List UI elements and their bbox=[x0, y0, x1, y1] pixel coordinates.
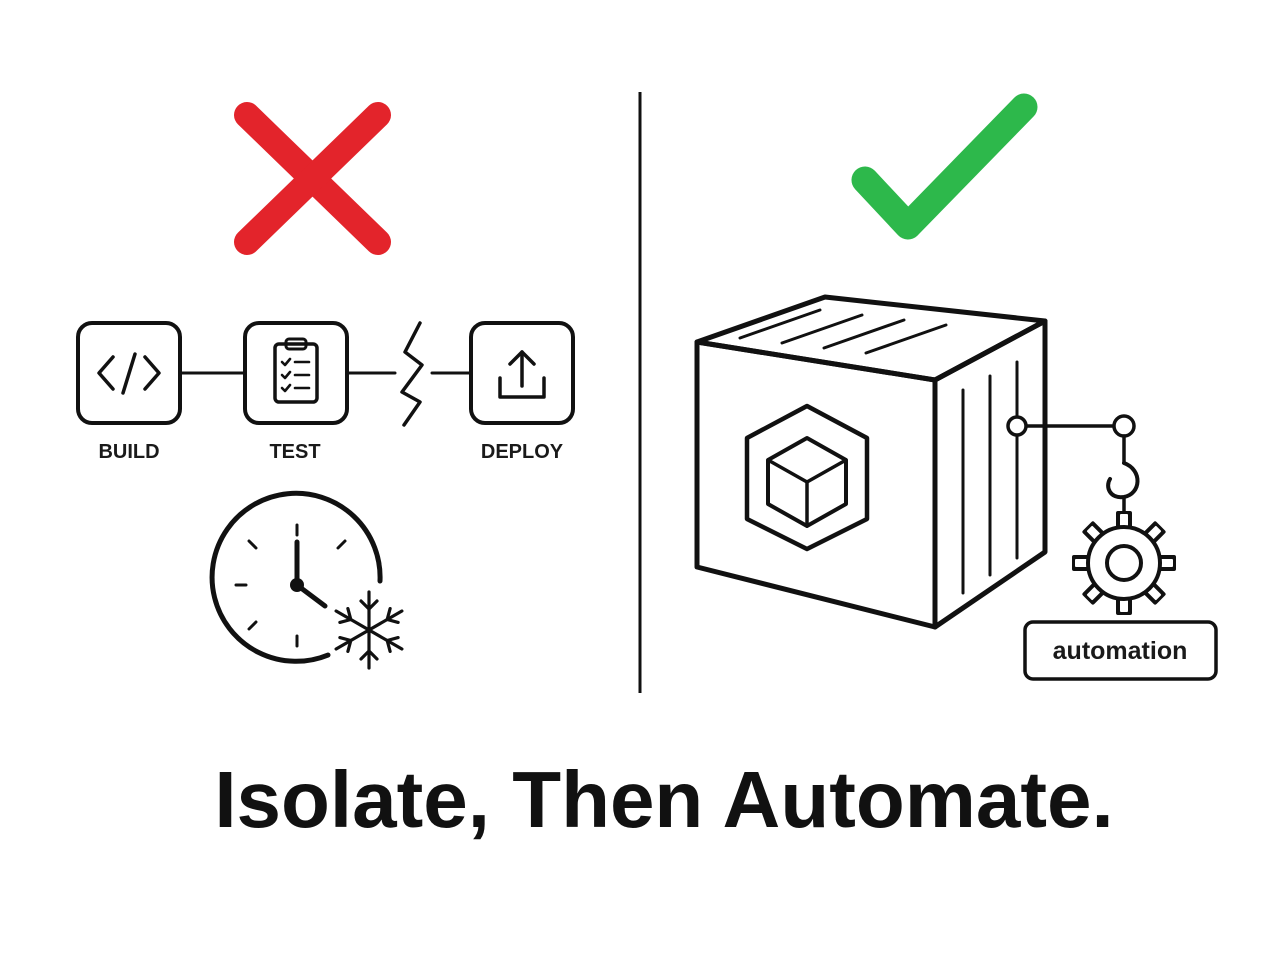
container-box-icon bbox=[694, 294, 1048, 630]
clipboard-checklist-icon bbox=[273, 337, 319, 404]
gear-icon bbox=[1072, 511, 1176, 615]
stage-label-deploy: DEPLOY bbox=[481, 441, 564, 463]
crane-hook-icon bbox=[1006, 414, 1140, 515]
check-mark-icon bbox=[851, 93, 1038, 240]
stage-label-test: TEST bbox=[269, 441, 320, 463]
automation-badge: automation bbox=[1023, 620, 1218, 681]
automation-label: automation bbox=[1053, 637, 1188, 665]
headline: Isolate, Then Automate. bbox=[214, 755, 1113, 844]
code-icon bbox=[97, 352, 161, 395]
clock-icon bbox=[209, 490, 383, 664]
lightning-break-icon bbox=[400, 321, 424, 427]
right-panel: automation bbox=[694, 93, 1218, 681]
snowflake-icon bbox=[334, 590, 404, 670]
stage-label-build: BUILD bbox=[98, 441, 159, 463]
pipeline-stage-test: TEST bbox=[243, 321, 349, 463]
upload-icon bbox=[498, 350, 546, 399]
pipeline-stage-build: BUILD bbox=[76, 321, 182, 463]
pipeline-stage-deploy: DEPLOY bbox=[469, 321, 575, 463]
x-mark-icon bbox=[234, 102, 391, 255]
wrong-panel: BUILD TEST DEPL bbox=[76, 102, 575, 670]
